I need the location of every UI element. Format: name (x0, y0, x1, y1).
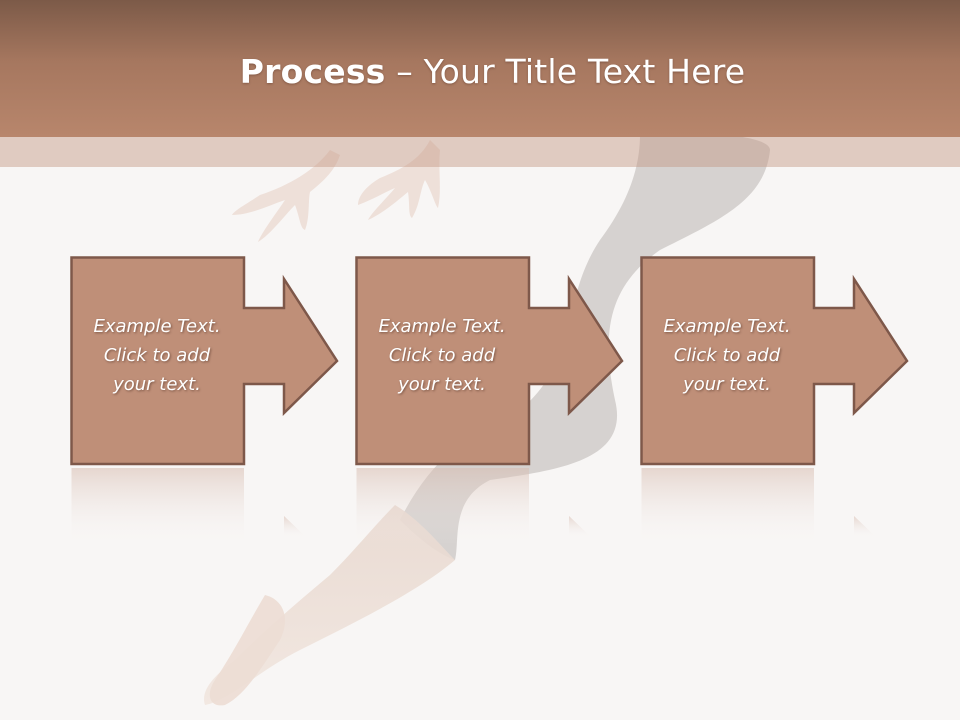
step-2-line-1: Example Text. (378, 316, 506, 337)
step-2-line-3: your text. (398, 374, 486, 395)
process-step-1[interactable]: Example Text. Click to add your text. (70, 256, 340, 468)
step-2-text[interactable]: Example Text. Click to add your text. (357, 312, 527, 399)
step-3-text[interactable]: Example Text. Click to add your text. (642, 312, 812, 399)
step-3-line-1: Example Text. (663, 316, 791, 337)
title-bold-text: Process (239, 52, 386, 91)
step-2-line-2: Click to add (388, 345, 496, 366)
step-1-line-3: your text. (113, 374, 201, 395)
arrow-box-shape-2 (355, 256, 624, 466)
slide-title[interactable]: Process – Your Title Text Here (0, 52, 960, 91)
title-bar (0, 0, 960, 137)
step-1-line-1: Example Text. (93, 316, 221, 337)
process-step-2[interactable]: Example Text. Click to add your text. (355, 256, 625, 468)
arrow-box-shape-1 (70, 256, 339, 466)
step-1-line-2: Click to add (103, 345, 211, 366)
process-step-3[interactable]: Example Text. Click to add your text. (640, 256, 910, 468)
step-3-line-3: your text. (683, 374, 771, 395)
title-bar-band (0, 137, 960, 167)
arrow-box-shape-3 (640, 256, 909, 466)
step-3-line-2: Click to add (673, 345, 781, 366)
step-1-text[interactable]: Example Text. Click to add your text. (72, 312, 242, 399)
title-rest-text: – Your Title Text Here (385, 52, 746, 91)
